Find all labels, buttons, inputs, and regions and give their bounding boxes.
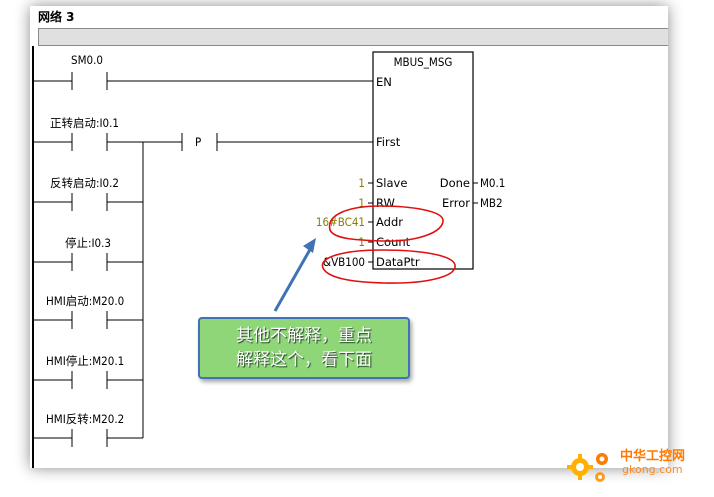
done-value[interactable]: M0.1	[480, 176, 505, 190]
network-title: 网络 3	[38, 10, 75, 24]
gear-icon	[567, 453, 608, 482]
pin-slave: Slave	[376, 176, 407, 190]
count-value[interactable]: 1	[358, 235, 365, 249]
ladder-editor-panel: 网络 3 SM0.0 正转启动:I0.1 反转启动:I0.2	[30, 6, 668, 468]
contact-sm0-0[interactable]: SM0.0	[33, 53, 373, 90]
contact-m20-2[interactable]: HMI反转:M20.2	[33, 412, 143, 447]
slave-value[interactable]: 1	[358, 176, 365, 190]
contact-i0-3[interactable]: 停止:I0.3	[33, 236, 143, 271]
watermark-url: gkong.com	[622, 463, 683, 476]
contact-i0-2[interactable]: 反转启动:I0.2	[33, 176, 143, 211]
watermark: 中华工控网 gkong.com	[564, 441, 704, 491]
pin-count: Count	[376, 235, 411, 249]
pin-dataptr: DataPtr	[376, 255, 420, 269]
positive-edge-contact[interactable]: P	[143, 133, 373, 151]
addr-value[interactable]: 16#BC41	[316, 215, 365, 229]
pin-en: EN	[376, 75, 392, 89]
callout-line-2: 解释这个，看下面	[236, 350, 372, 370]
network-comment-field[interactable]	[38, 28, 668, 46]
addr-highlight-circle	[328, 205, 444, 242]
pin-first: First	[376, 135, 401, 149]
contact-label: 正转启动:I0.1	[50, 116, 119, 130]
pin-error: Error	[442, 196, 470, 210]
contact-label: HMI反转:M20.2	[46, 412, 124, 426]
watermark-title: 中华工控网	[620, 449, 686, 464]
pin-done: Done	[440, 176, 470, 190]
block-name: MBUS_MSG	[394, 55, 453, 69]
pin-rw: RW	[376, 196, 395, 210]
pin-addr: Addr	[376, 215, 403, 229]
dataptr-highlight-circle	[321, 249, 456, 284]
callout-arrow	[273, 238, 316, 312]
contact-label: HMI停止:M20.1	[46, 354, 124, 368]
error-value[interactable]: MB2	[480, 196, 503, 210]
contact-label: HMI启动:M20.0	[46, 294, 124, 308]
contact-label: 反转启动:I0.2	[50, 176, 119, 190]
annotation-callout: 其他不解释，重点 解释这个，看下面	[198, 317, 410, 379]
contact-i0-1[interactable]: 正转启动:I0.1	[33, 116, 143, 151]
callout-line-1: 其他不解释，重点	[236, 326, 372, 346]
edge-label: P	[195, 135, 201, 149]
contact-label: 停止:I0.3	[65, 236, 111, 250]
contact-label: SM0.0	[71, 53, 103, 67]
contact-m20-0[interactable]: HMI启动:M20.0	[33, 294, 143, 329]
rw-value[interactable]: 1	[358, 196, 365, 210]
dataptr-value[interactable]: &VB100	[323, 255, 365, 269]
ladder-diagram: SM0.0 正转启动:I0.1 反转启动:I0.2 停止:I0.3	[32, 46, 506, 468]
mbus-msg-block[interactable]: MBUS_MSG EN First 1 Slave 1 RW 16#BC41 A…	[316, 51, 506, 270]
contact-m20-1[interactable]: HMI停止:M20.1	[33, 354, 143, 389]
